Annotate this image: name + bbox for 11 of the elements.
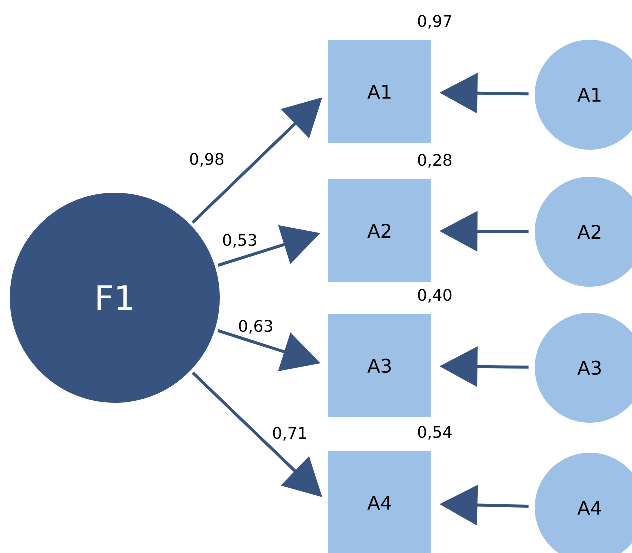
coefficient-label: 0,54 — [418, 426, 452, 440]
edge-label: 0,63 — [237, 319, 275, 335]
indicator-square: A3 — [328, 314, 432, 418]
edge-label: 0,53 — [221, 233, 259, 249]
indicator-square: A1 — [328, 40, 432, 144]
coefficient-label: 0,28 — [418, 154, 452, 168]
coefficient-label: 0,40 — [418, 289, 452, 303]
coefficient-label: 0,97 — [418, 15, 452, 29]
edge-label: 0,71 — [271, 426, 309, 442]
edge-label: 0,98 — [188, 152, 226, 168]
indicator-square: A2 — [328, 180, 432, 282]
